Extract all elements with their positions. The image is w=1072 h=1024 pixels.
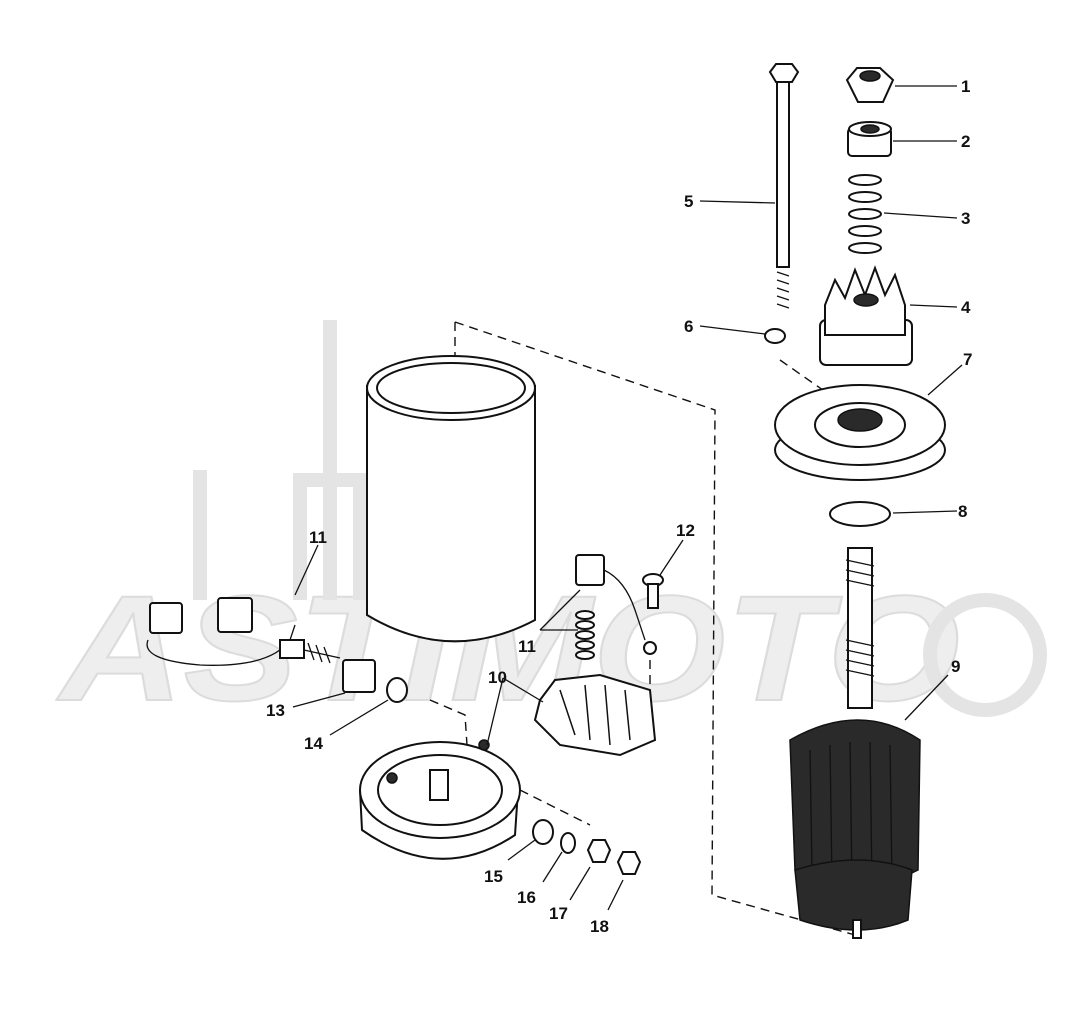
callout-7: 7: [963, 350, 972, 369]
callout-9: 9: [951, 657, 960, 676]
part-brush-set-left: [146, 597, 341, 666]
leader-lines: [292, 85, 963, 911]
part-through-bolt: [768, 63, 800, 309]
part-spring: [848, 174, 882, 254]
callout-4: 4: [961, 298, 971, 317]
part-lock-washer-16: [560, 832, 576, 854]
part-lock-washer: [764, 328, 786, 344]
part-spacer: [847, 121, 892, 157]
part-drive-gear: [819, 265, 913, 366]
part-nut-17: [586, 839, 612, 863]
part-terminal-block: [342, 659, 376, 693]
part-brush-plate: [533, 673, 657, 757]
callout-11-left: 11: [309, 528, 327, 547]
callout-17: 17: [549, 904, 568, 923]
callout-13: 13: [266, 701, 285, 720]
callout-3: 3: [961, 209, 970, 228]
part-brush-set-right: [575, 554, 657, 660]
watermark-skyline-icon: [193, 320, 367, 600]
callout-11-right: 11: [518, 637, 536, 656]
part-hex-nut: [845, 67, 895, 103]
callout-5: 5: [684, 192, 693, 211]
watermark: ASTIMOTO: [54, 320, 1047, 733]
callout-labels: 1 2 3 4 5 6 7 8 9 10 11 11 12 13 14 15 1…: [266, 77, 972, 936]
part-end-cap: [774, 384, 946, 481]
callout-2: 2: [961, 132, 970, 151]
part-frame-housing: [366, 355, 536, 643]
part-armature: [789, 547, 921, 939]
part-commutator-end-cap: [359, 739, 521, 860]
part-screw: [642, 573, 664, 609]
watermark-wheel-icon: [923, 593, 1047, 717]
callout-18: 18: [590, 917, 609, 936]
callout-10: 10: [488, 668, 507, 687]
part-washer-14: [386, 677, 408, 703]
callout-15: 15: [484, 867, 503, 886]
callout-12: 12: [676, 521, 695, 540]
callout-6: 6: [684, 317, 693, 336]
part-washer-15: [532, 819, 554, 845]
callout-14: 14: [304, 734, 323, 753]
part-thrust-washer: [829, 501, 891, 527]
part-nut-18: [616, 851, 642, 875]
callout-8: 8: [958, 502, 967, 521]
callout-1: 1: [961, 77, 970, 96]
callout-16: 16: [517, 888, 536, 907]
